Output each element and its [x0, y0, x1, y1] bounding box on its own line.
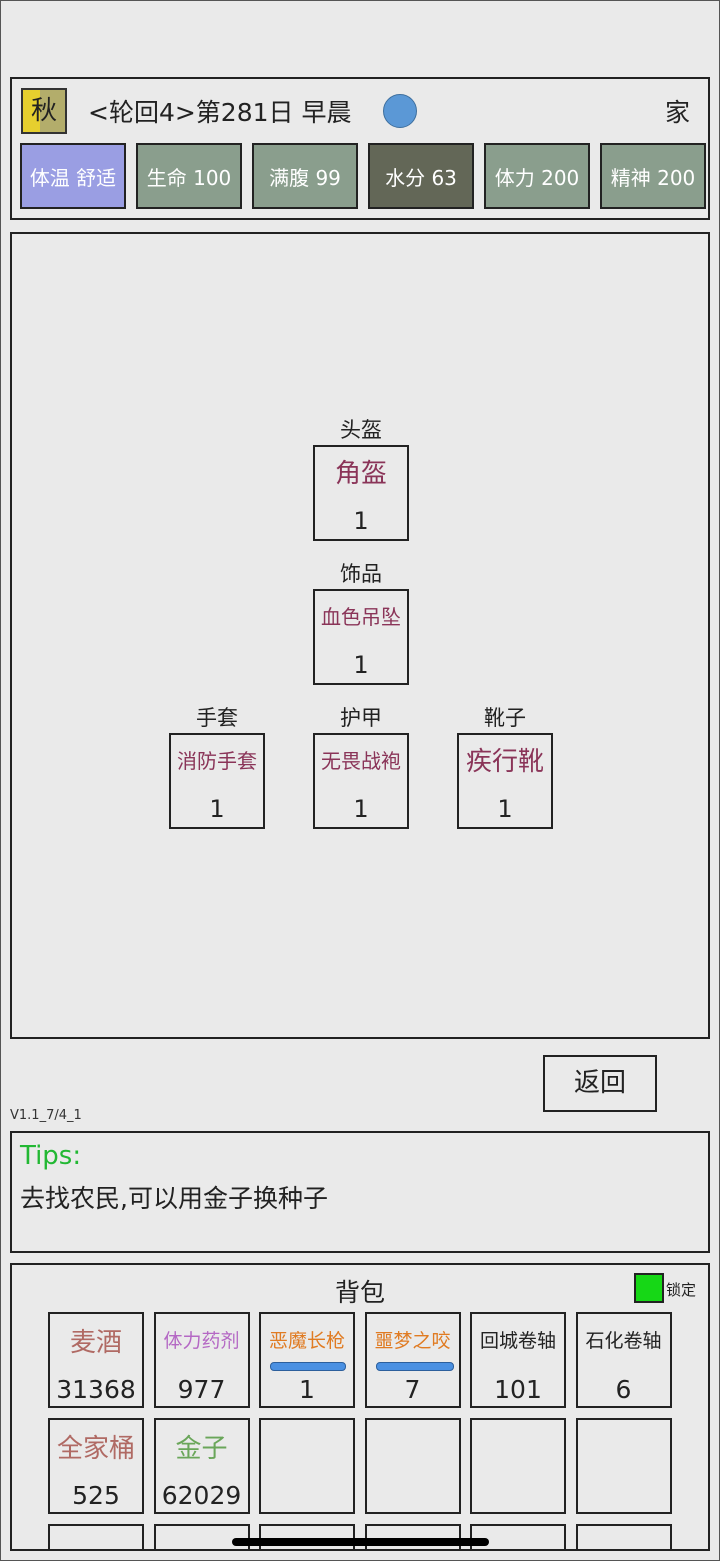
- durability-bar: [270, 1362, 346, 1371]
- slot-label: 手套: [196, 706, 238, 730]
- location-label: 家: [664, 98, 690, 127]
- helmet-slot: 头盔 角盔 1: [313, 415, 409, 541]
- item-count: 1: [299, 1375, 315, 1404]
- item-name: 消防手套: [177, 749, 257, 773]
- item-name: 全家桶: [56, 1434, 135, 1464]
- bag-empty-slot[interactable]: [259, 1418, 355, 1514]
- item-count: 1: [353, 651, 369, 679]
- item-count: 31368: [56, 1375, 136, 1404]
- item-name: 疾行靴: [465, 747, 544, 777]
- bag-item[interactable]: 噩梦之咬 7: [364, 1312, 461, 1408]
- stat-health[interactable]: 生命 100: [136, 143, 242, 209]
- boots-item[interactable]: 疾行靴 1: [457, 733, 553, 829]
- bag-item[interactable]: 回城卷轴 101: [470, 1312, 566, 1408]
- bag-empty-slot[interactable]: [575, 1524, 672, 1549]
- gloves-item[interactable]: 消防手套 1: [169, 733, 265, 829]
- tips-panel: Tips: 去找农民,可以用金子换种子: [10, 1131, 710, 1253]
- durability-bar: [375, 1362, 454, 1371]
- gloves-slot: 手套 消防手套 1: [169, 703, 265, 829]
- item-count: 1: [497, 795, 513, 823]
- status-panel: 秋 <轮回4>第281日 早晨 家 体温 舒适 生命 100 满腹 99 水分 …: [10, 77, 710, 220]
- armor-item[interactable]: 无畏战袍 1: [313, 733, 409, 829]
- item-name: 角盔: [334, 459, 387, 489]
- bag-empty-slot[interactable]: [48, 1524, 144, 1549]
- item-count: 101: [494, 1375, 542, 1404]
- accessory-slot: 饰品 血色吊坠 1: [313, 559, 409, 685]
- bag-item[interactable]: 体力药剂 977: [153, 1312, 250, 1408]
- bag-panel: 背包 锁定 麦酒 31368 体力药剂 977 恶魔长枪 1 噩梦之咬 7 回城…: [10, 1263, 710, 1551]
- bag-grid: 麦酒 31368 体力药剂 977 恶魔长枪 1 噩梦之咬 7 回城卷轴 101…: [48, 1312, 672, 1549]
- slot-label: 靴子: [484, 706, 526, 730]
- item-name: 麦酒: [69, 1328, 122, 1358]
- item-count: 1: [353, 507, 369, 535]
- item-count: 1: [353, 795, 369, 823]
- stat-satiety[interactable]: 满腹 99: [252, 143, 358, 209]
- item-name: 石化卷轴: [585, 1330, 662, 1352]
- slot-label: 头盔: [340, 418, 382, 442]
- season-badge: 秋: [21, 88, 67, 134]
- item-name: 恶魔长枪: [268, 1330, 345, 1352]
- stat-temperature[interactable]: 体温 舒适: [20, 143, 126, 209]
- bag-item[interactable]: 麦酒 31368: [48, 1312, 144, 1408]
- item-count: 7: [404, 1375, 421, 1404]
- bag-empty-slot[interactable]: [575, 1418, 672, 1514]
- item-name: 金子: [175, 1434, 228, 1464]
- bag-empty-slot[interactable]: [470, 1418, 566, 1514]
- slot-label: 护甲: [340, 706, 382, 730]
- bag-empty-slot[interactable]: [364, 1418, 461, 1514]
- weather-icon: [383, 94, 417, 128]
- item-count: 6: [615, 1375, 632, 1404]
- tips-title: Tips:: [20, 1141, 82, 1171]
- bag-empty-slot[interactable]: [470, 1524, 566, 1549]
- equipment-panel: 头盔 角盔 1 饰品 血色吊坠 1 手套 消防手套 1 护甲 无畏战袍 1 靴子…: [10, 232, 710, 1039]
- lock-label: 锁定: [666, 1281, 697, 1299]
- item-name: 无畏战袍: [321, 749, 401, 773]
- version-label: V1.1_7/4_1: [10, 1108, 82, 1123]
- bag-title: 背包: [334, 1278, 385, 1307]
- accessory-item[interactable]: 血色吊坠 1: [313, 589, 409, 685]
- lock-checkbox[interactable]: [634, 1273, 664, 1303]
- stat-water[interactable]: 水分 63: [368, 143, 474, 209]
- item-count: 1: [209, 795, 225, 823]
- home-indicator[interactable]: [232, 1538, 489, 1546]
- bag-item[interactable]: 石化卷轴 6: [575, 1312, 672, 1408]
- bag-item[interactable]: 金子 62029: [153, 1418, 250, 1514]
- item-count: 525: [72, 1481, 120, 1510]
- stats-bar: 体温 舒适 生命 100 满腹 99 水分 63 体力 200 精神 200: [20, 143, 706, 209]
- bag-item[interactable]: 恶魔长枪 1: [259, 1312, 355, 1408]
- item-name: 回城卷轴: [479, 1330, 556, 1352]
- boots-slot: 靴子 疾行靴 1: [457, 703, 553, 829]
- item-name: 噩梦之咬: [374, 1330, 451, 1352]
- bag-item[interactable]: 全家桶 525: [48, 1418, 144, 1514]
- item-count: 62029: [161, 1481, 242, 1510]
- item-name: 血色吊坠: [321, 605, 401, 629]
- back-button[interactable]: 返回: [543, 1055, 657, 1112]
- item-count: 977: [177, 1375, 226, 1404]
- day-indicator: <轮回4>第281日 早晨: [88, 98, 352, 127]
- slot-label: 饰品: [340, 562, 382, 586]
- armor-slot: 护甲 无畏战袍 1: [313, 703, 409, 829]
- helmet-item[interactable]: 角盔 1: [313, 445, 409, 541]
- stat-stamina[interactable]: 体力 200: [484, 143, 590, 209]
- stat-spirit[interactable]: 精神 200: [600, 143, 706, 209]
- item-name: 体力药剂: [163, 1330, 240, 1352]
- tips-text: 去找农民,可以用金子换种子: [20, 1184, 328, 1213]
